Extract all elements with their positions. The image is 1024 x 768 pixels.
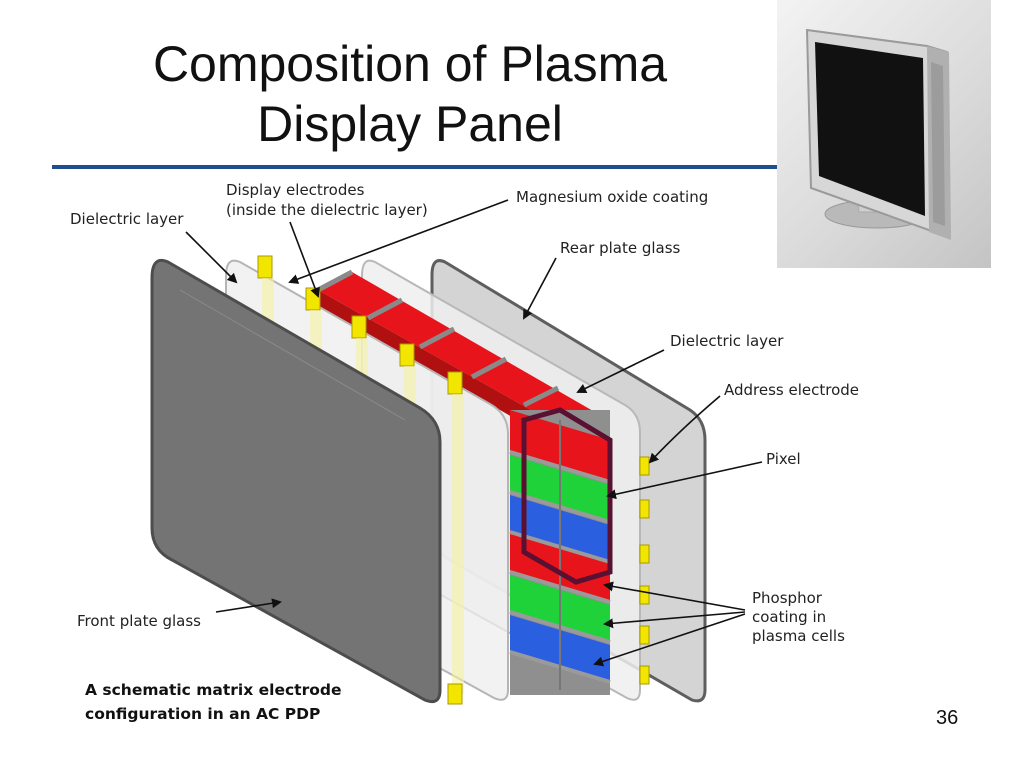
label-display-electrodes-2: (inside the dielectric layer): [226, 201, 428, 219]
plasma-cell-array: [316, 269, 611, 695]
front-plate-glass: [150, 258, 442, 704]
label-dielectric-rear: Dielectric layer: [670, 332, 784, 350]
label-front-plate-glass: Front plate glass: [77, 612, 201, 630]
label-rear-plate-glass: Rear plate glass: [560, 239, 681, 257]
title-line-2: Display Panel: [257, 96, 563, 152]
title-line-1: Composition of Plasma: [152, 36, 668, 92]
label-address-electrode: Address electrode: [724, 381, 859, 399]
title-underline: [52, 165, 780, 169]
slide-title: Composition of Plasma Display Panel: [60, 34, 760, 154]
label-phosphor-2: coating in: [752, 608, 826, 626]
label-phosphor-1: Phosphor: [752, 589, 823, 607]
plasma-tv-photo: [777, 0, 991, 268]
label-dielectric-front: Dielectric layer: [70, 210, 184, 228]
caption-line-2: configuration in an AC PDP: [85, 705, 320, 723]
pixel-outline: [521, 407, 613, 585]
caption-line-1: A schematic matrix electrode: [85, 681, 341, 699]
slide-number: 36: [936, 707, 959, 729]
tv-icon: [805, 28, 951, 240]
label-pixel: Pixel: [766, 450, 801, 468]
label-magnesium-oxide: Magnesium oxide coating: [516, 188, 708, 206]
address-electrodes: [639, 456, 650, 685]
label-display-electrodes-1: Display electrodes: [226, 181, 365, 199]
label-phosphor-3: plasma cells: [752, 627, 845, 645]
